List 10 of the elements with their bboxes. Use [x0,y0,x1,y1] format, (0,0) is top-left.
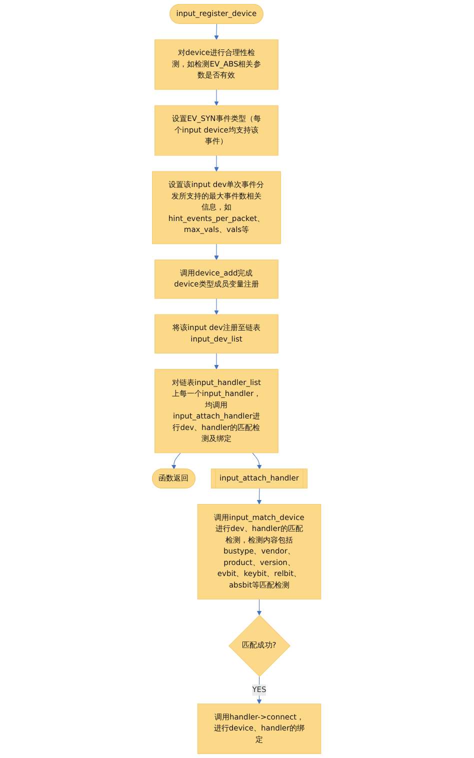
arrow [172,452,182,470]
arrow [257,598,262,616]
arrow [214,298,220,315]
arrow [214,89,220,106]
arrow [252,452,262,470]
arrow [214,352,220,370]
arrow [214,24,220,40]
arrow [257,488,262,504]
arrow [214,155,220,172]
arrow [214,244,220,260]
